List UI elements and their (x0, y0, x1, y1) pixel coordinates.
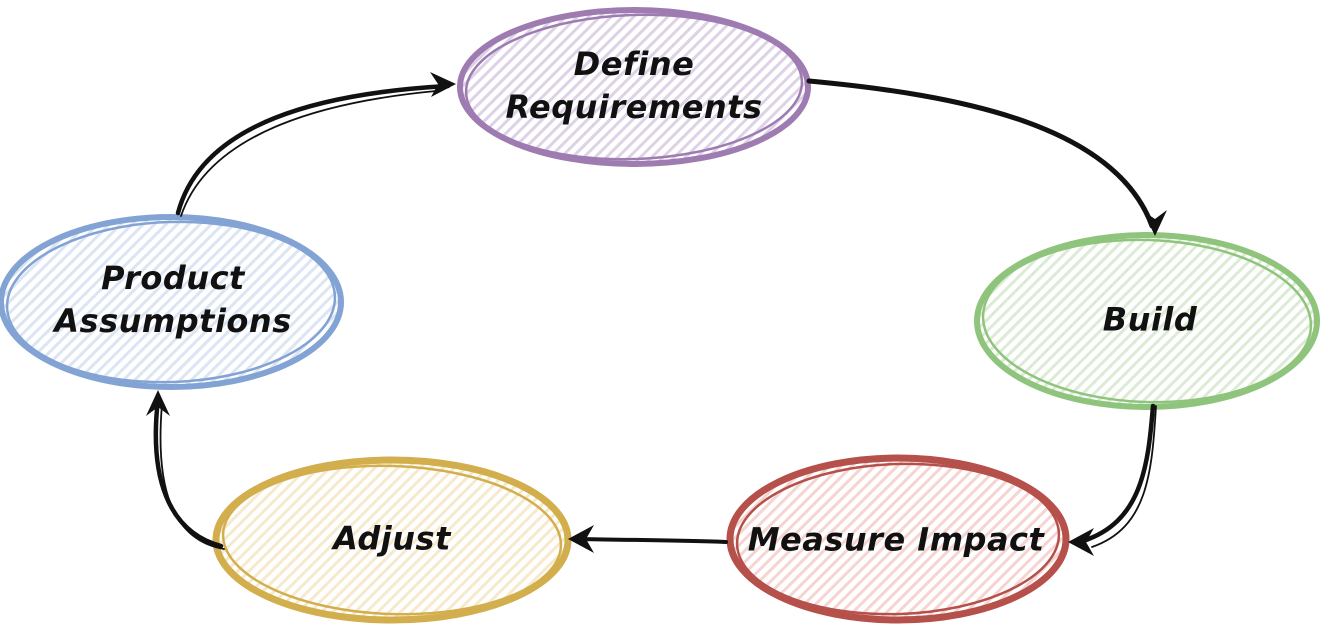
node-build[interactable] (974, 232, 1320, 410)
node-product-assumptions[interactable] (0, 214, 344, 390)
arrowhead (1143, 210, 1167, 236)
node-shape (457, 7, 811, 167)
arrowhead (146, 390, 170, 416)
arrow-define-requirements-to-build[interactable] (806, 78, 1167, 236)
node-shape-sketch (221, 464, 563, 616)
arrow-line-sketch (1091, 405, 1157, 548)
arrow-line (806, 78, 1155, 229)
node-shape-sketch (981, 238, 1313, 404)
node-shape (212, 456, 572, 624)
arrow-line-sketch (180, 90, 437, 217)
arrow-measure-impact-to-adjust[interactable] (568, 525, 728, 553)
node-shape (726, 454, 1070, 624)
arrowhead (568, 525, 594, 553)
arrow-product-assumptions-to-define-requirements[interactable] (175, 72, 456, 217)
node-define-requirements[interactable] (457, 7, 811, 167)
node-shape-sketch (464, 13, 804, 161)
node-adjust[interactable] (212, 456, 572, 624)
node-measure-impact[interactable] (726, 454, 1070, 624)
arrowhead (430, 72, 456, 97)
node-shape-sketch (735, 462, 1061, 616)
node-shape (0, 214, 344, 390)
arrow-line (1080, 403, 1156, 544)
arrow-line (175, 83, 451, 216)
node-shape (974, 232, 1320, 410)
arrow-line (153, 396, 224, 549)
arrowhead (1068, 528, 1094, 556)
arrow-line (576, 537, 728, 544)
node-shape-sketch (5, 220, 337, 384)
arrow-adjust-to-product-assumptions[interactable] (146, 390, 225, 550)
arrow-line-sketch (159, 403, 225, 550)
arrow-build-to-measure-impact[interactable] (1068, 403, 1157, 556)
